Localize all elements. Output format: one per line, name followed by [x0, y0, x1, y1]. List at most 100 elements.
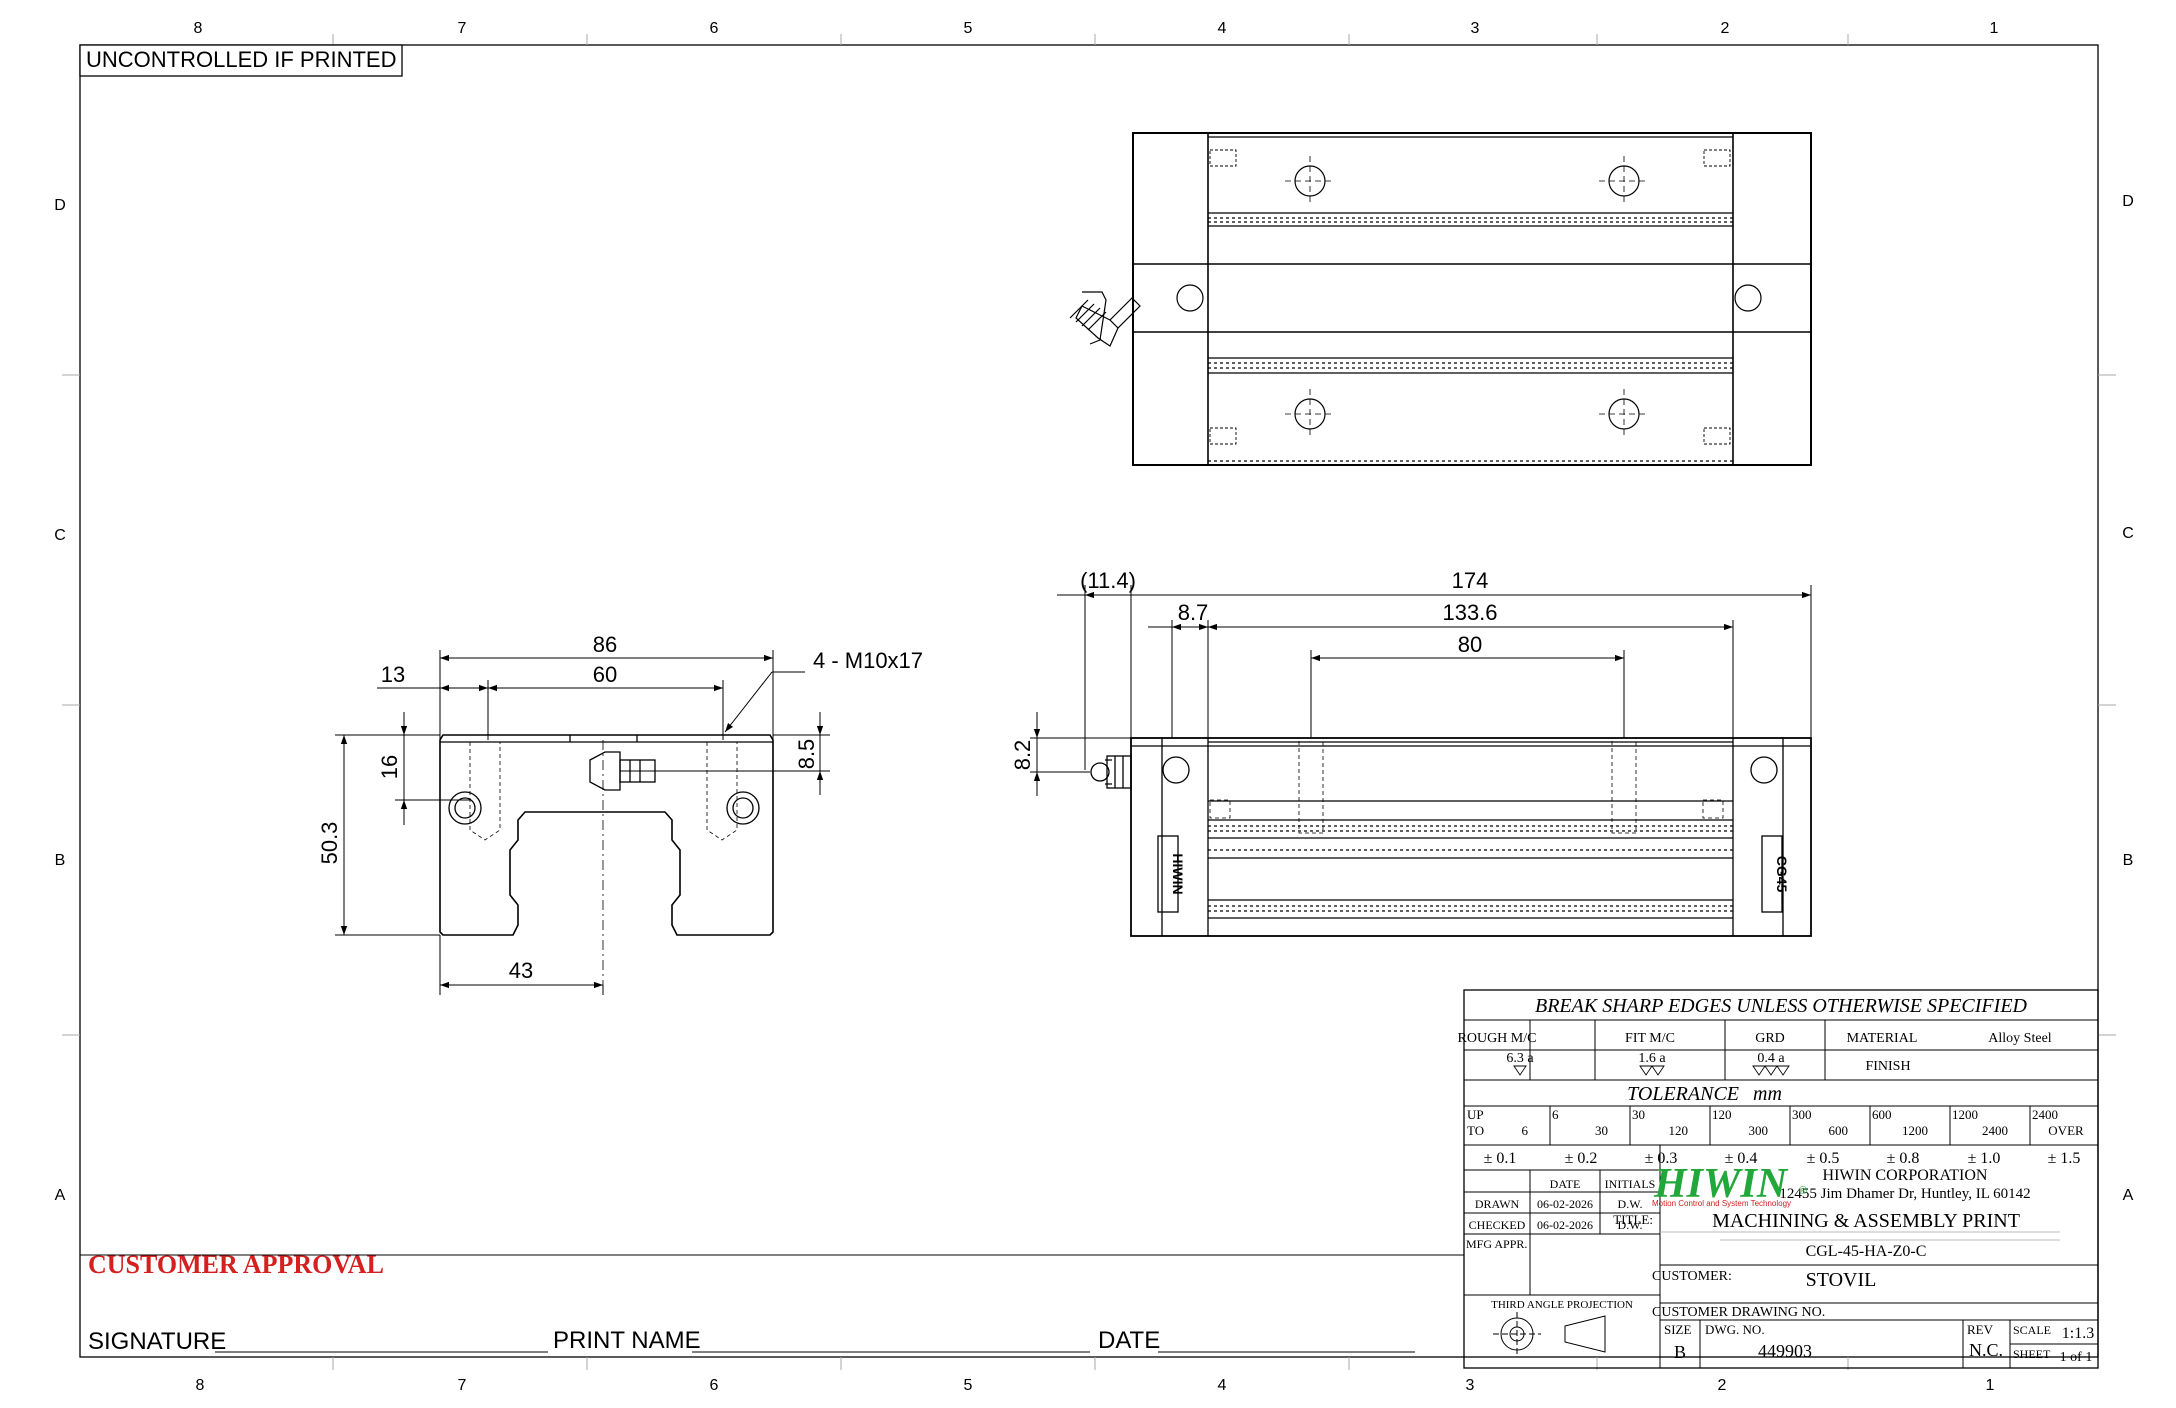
- uncontrolled-banner: UNCONTROLLED IF PRINTED: [79, 44, 403, 77]
- approval-heading: CUSTOMER APPROVAL: [88, 1250, 384, 1279]
- grease-nipple-icon: [1069, 291, 1141, 347]
- end-plug-hole: [1750, 756, 1778, 784]
- tol-from: 300: [1792, 1107, 1812, 1122]
- tol-to-label: TO: [1467, 1123, 1484, 1138]
- rough-label: ROUGH M/C: [1458, 1031, 1537, 1046]
- tol-from: 30: [1632, 1107, 1645, 1122]
- size-label: SIZE: [1664, 1322, 1692, 1337]
- tol-value: ± 1.5: [2048, 1150, 2081, 1167]
- rough-value: 6.3 a: [1506, 1051, 1534, 1066]
- zone-row-right: B: [2123, 852, 2134, 869]
- third-angle-projection-icon: [1493, 1312, 1606, 1356]
- drawn-initials: D.W.: [1618, 1197, 1643, 1211]
- side-view: [1090, 737, 1812, 937]
- fit-label: FIT M/C: [1625, 1031, 1675, 1046]
- zone-col-top: 2: [1721, 20, 1730, 37]
- tol-value: ± 0.2: [1565, 1150, 1598, 1167]
- tol-value: ± 0.3: [1645, 1150, 1678, 1167]
- checked-label: CHECKED: [1469, 1218, 1526, 1232]
- zone-col-top: 5: [964, 20, 973, 37]
- dim-tap-height: 16: [377, 755, 402, 779]
- end-plug-hole: [1176, 284, 1204, 312]
- part-number: CGL-45-HA-Z0-C: [1806, 1243, 1927, 1260]
- tol-value: ± 0.4: [1725, 1150, 1758, 1167]
- end-plug-hole: [1734, 284, 1762, 312]
- material-value: Alloy Steel: [1988, 1031, 2051, 1046]
- zone-col-top: 4: [1218, 20, 1227, 37]
- banner-text: UNCONTROLLED IF PRINTED: [86, 47, 396, 72]
- approval-date-label: DATE: [1098, 1327, 1160, 1354]
- zone-col-bottom: 4: [1218, 1377, 1227, 1394]
- title-block-text: BREAK SHARP EDGES UNLESS OTHERWISE SPECI…: [1458, 995, 2095, 1365]
- zone-col-bottom: 7: [458, 1377, 467, 1394]
- finish-label: FINISH: [1865, 1059, 1910, 1074]
- socket-screw-icon: [726, 791, 760, 825]
- logo-tagline: Motion Control and System Technology: [1652, 1199, 1791, 1208]
- tol-from: 6: [1552, 1107, 1559, 1122]
- sheet-label: SHEET: [2013, 1347, 2051, 1361]
- hiwin-logo: HIWIN ® Motion Control and System Techno…: [1652, 1161, 1807, 1208]
- company-name: HIWIN CORPORATION: [1823, 1167, 1988, 1184]
- end-plug-hole: [1162, 756, 1190, 784]
- end-cap-plate: [1761, 835, 1783, 913]
- tol-up-label: UP: [1467, 1107, 1484, 1122]
- customer-approval: CUSTOMER APPROVAL SIGNATURE PRINT NAME D…: [80, 1250, 1464, 1355]
- dim-edge-offset: 13: [381, 662, 405, 687]
- tol-from: 120: [1712, 1107, 1732, 1122]
- top-view: [1069, 132, 1812, 466]
- general-note: BREAK SHARP EDGES UNLESS OTHERWISE SPECI…: [1535, 995, 2028, 1017]
- print-name-label: PRINT NAME: [553, 1327, 701, 1354]
- sheet-value: 1 of 1: [2060, 1350, 2093, 1365]
- zone-row-right: C: [2122, 525, 2134, 542]
- side-view-markings: HIWIN CG45: [1170, 853, 1790, 894]
- customer-name: STOVIL: [1806, 1269, 1877, 1291]
- zone-col-top: 7: [458, 20, 467, 37]
- zone-col-bottom: 3: [1466, 1377, 1475, 1394]
- zone-row-right: A: [2123, 1187, 2134, 1204]
- checked-date: 06-02-2026: [1537, 1218, 1593, 1232]
- drawing-border: [62, 34, 2116, 1370]
- zone-col-bottom: 2: [1718, 1377, 1727, 1394]
- logo-text: HIWIN: [1653, 1161, 1789, 1207]
- side-view-dimensions: [1030, 585, 1812, 796]
- end-view-dim-text: 86 60 13 4 - M10x17 16 50.3 8.5 43: [317, 632, 923, 983]
- tol-to: 300: [1749, 1123, 1769, 1138]
- side-view-dim-text: (11.4) 174 8.7 133.6 80 8.2: [1010, 568, 1498, 770]
- dim-fitting-length: (11.4): [1080, 568, 1136, 593]
- mfg-appr-label: MFG APPR.: [1466, 1237, 1527, 1251]
- tol-to: 6: [1522, 1123, 1529, 1138]
- zone-row-left: A: [55, 1187, 66, 1204]
- zone-col-bottom: 1: [1986, 1377, 1995, 1394]
- grease-nipple-icon: [1090, 755, 1132, 789]
- tol-value: ± 0.1: [1484, 1150, 1517, 1167]
- fit-value: 1.6 a: [1638, 1051, 1666, 1066]
- dim-end-cap: 8.7: [1178, 600, 1209, 625]
- rev-value: N.C.: [1969, 1340, 2003, 1360]
- dim-fitting-height: 8.5: [794, 739, 819, 770]
- size-value: B: [1674, 1342, 1686, 1362]
- rev-label: REV: [1967, 1322, 1994, 1337]
- dim-body-length: 133.6: [1442, 600, 1497, 625]
- zone-row-left: D: [54, 197, 66, 214]
- initials-header: INITIALS: [1605, 1177, 1656, 1191]
- customer-label: CUSTOMER:: [1652, 1269, 1732, 1284]
- dwg-no-label: DWG. NO.: [1705, 1322, 1765, 1337]
- tol-from: 600: [1872, 1107, 1892, 1122]
- surface-triangle-icon: [1639, 1065, 1665, 1076]
- zone-col-top: 3: [1471, 20, 1480, 37]
- customer-drawing-label: CUSTOMER DRAWING NO.: [1652, 1305, 1825, 1320]
- dwg-no-value: 449903: [1758, 1341, 1812, 1361]
- drawn-date: 06-02-2026: [1537, 1197, 1593, 1211]
- tol-to: 120: [1669, 1123, 1689, 1138]
- surface-triangle-icon: [1513, 1065, 1527, 1076]
- title-block: [1463, 989, 2099, 1369]
- end-seal-label: HIWIN: [1170, 853, 1186, 894]
- drawing-title: MACHINING & ASSEMBLY PRINT: [1712, 1210, 2020, 1232]
- zone-col-bottom: 5: [964, 1377, 973, 1394]
- end-cap-label: CG45: [1774, 856, 1790, 893]
- drawn-label: DRAWN: [1475, 1197, 1520, 1211]
- company-address: 12455 Jim Dhamer Dr, Huntley, IL 60142: [1779, 1186, 2030, 1202]
- zone-row-left: B: [55, 852, 66, 869]
- zone-row-right: D: [2122, 193, 2134, 210]
- tol-from: 1200: [1952, 1107, 1978, 1122]
